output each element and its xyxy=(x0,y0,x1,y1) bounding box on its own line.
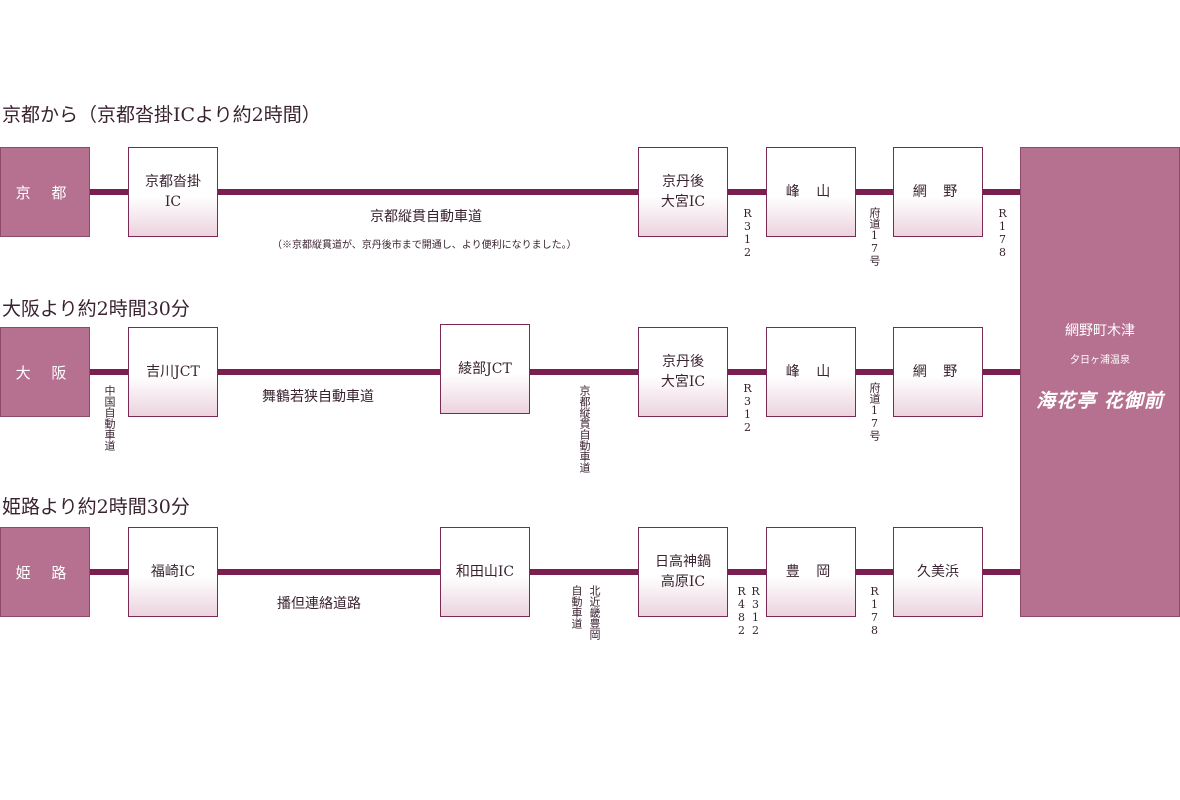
kyoto-r178-label: R178 xyxy=(996,207,1009,259)
himeji-wadayama-ic-box: 和田山IC xyxy=(440,527,530,617)
kyoto-route-line xyxy=(90,189,1020,195)
osaka-maizuru-wakasa-expressway-label: 舞鶴若狭自動車道 xyxy=(262,389,374,405)
osaka-yokawa-jct-box: 吉川JCT xyxy=(128,327,218,417)
osaka-prefectural-road-17-label: 府道17号 xyxy=(868,382,881,441)
kyoto-jukan-expressway-label: 京都縦貫自動車道 xyxy=(370,209,482,225)
himeji-kitakinki-toyooka-label-b: 自動車道 xyxy=(570,585,583,629)
kyoto-kutsukake-ic-box: 京都沓掛 IC xyxy=(128,147,218,237)
kyoto-mineyama-box: 峰 山 xyxy=(766,147,856,237)
destination-town: 網野町木津 xyxy=(1065,323,1135,339)
destination-box: 網野町木津 夕日ヶ浦温泉 海花亭 花御前 xyxy=(1020,147,1180,617)
osaka-kyotango-omiya-ic-box: 京丹後 大宮IC xyxy=(638,327,728,417)
himeji-bantan-road-label: 播但連絡道路 xyxy=(277,596,361,612)
osaka-kyoto-jukan-expressway-label: 京都縦貫自動車道 xyxy=(578,385,591,473)
himeji-r312-label: R312 xyxy=(749,585,762,637)
kyoto-route-heading: 京都から（京都沓掛ICより約2時間） xyxy=(2,104,321,126)
himeji-r178-label: R178 xyxy=(868,585,881,637)
osaka-amino-box: 網 野 xyxy=(893,327,983,417)
himeji-kitakinki-toyooka-label-a: 北近畿豊岡 xyxy=(588,585,601,640)
osaka-start-box: 大 阪 xyxy=(0,327,90,417)
himeji-toyooka-box: 豊 岡 xyxy=(766,527,856,617)
himeji-route-heading: 姫路より約2時間30分 xyxy=(2,496,190,518)
osaka-route-heading: 大阪より約2時間30分 xyxy=(2,298,190,320)
kyoto-r312-label: R312 xyxy=(741,207,754,259)
destination-inn-logo: 海花亭 花御前 xyxy=(1036,390,1164,412)
osaka-route-line xyxy=(90,369,1020,375)
himeji-fukusaki-ic-box: 福崎IC xyxy=(128,527,218,617)
himeji-hidaka-kannabe-kogen-ic-box: 日高神鍋 高原IC xyxy=(638,527,728,617)
kyoto-jukan-note: （※京都縦貫道が、京丹後市まで開通し、より便利になりました。） xyxy=(272,240,577,251)
himeji-route-line xyxy=(90,569,1020,575)
destination-onsen: 夕日ヶ浦温泉 xyxy=(1070,355,1130,366)
kyoto-kyotango-omiya-ic-box: 京丹後 大宮IC xyxy=(638,147,728,237)
himeji-kumihama-box: 久美浜 xyxy=(893,527,983,617)
kyoto-start-box: 京 都 xyxy=(0,147,90,237)
osaka-ayabe-jct-box: 綾部JCT xyxy=(440,324,530,414)
osaka-mineyama-box: 峰 山 xyxy=(766,327,856,417)
himeji-r482-label: R482 xyxy=(735,585,748,637)
osaka-chugoku-expressway-label: 中国自動車道 xyxy=(103,385,116,451)
osaka-r312-label: R312 xyxy=(741,382,754,434)
kyoto-amino-box: 網 野 xyxy=(893,147,983,237)
himeji-start-box: 姫 路 xyxy=(0,527,90,617)
kyoto-prefectural-road-17-label: 府道17号 xyxy=(868,207,881,266)
